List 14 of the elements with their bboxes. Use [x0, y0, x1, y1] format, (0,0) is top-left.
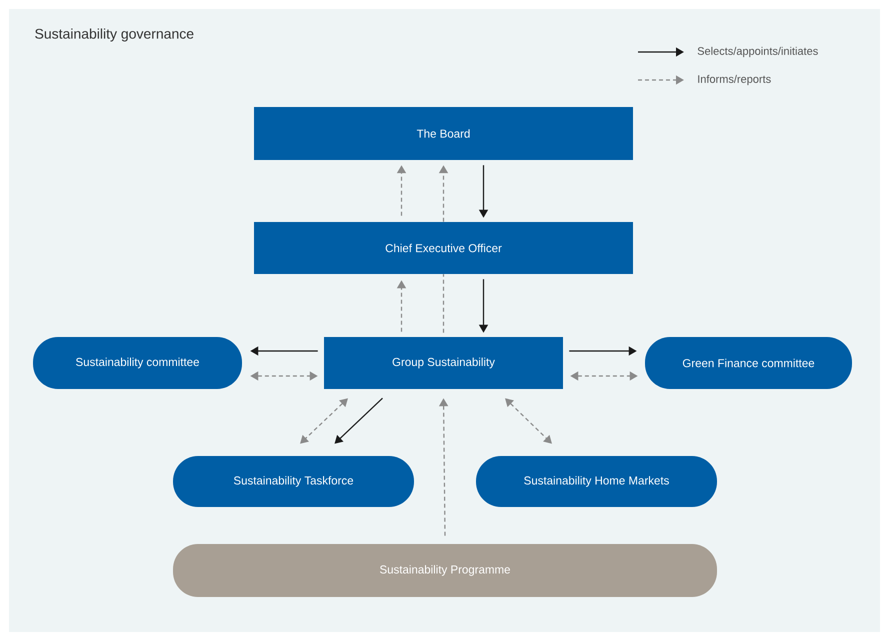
- arrow: [505, 398, 552, 444]
- process-box: Chief Executive Officer: [254, 222, 633, 274]
- rounded-box: Sustainability Programme: [173, 544, 717, 597]
- process-box: The Board: [254, 106, 633, 160]
- rounded-box: Sustainability committee: [33, 336, 242, 389]
- arrow: [334, 398, 383, 444]
- rounded-box: Green Finance committee: [645, 336, 852, 389]
- process-box: Group Sustainability: [324, 336, 563, 389]
- rounded-box: Sustainability Home Markets: [476, 456, 717, 507]
- title: Sustainability governance: [35, 28, 194, 42]
- rounded-box: Sustainability Taskforce: [173, 456, 414, 507]
- legend-label: Informs/reports: [698, 74, 771, 86]
- arrow: [300, 398, 348, 444]
- legend-label: Selects/appoints/initiates: [698, 46, 818, 58]
